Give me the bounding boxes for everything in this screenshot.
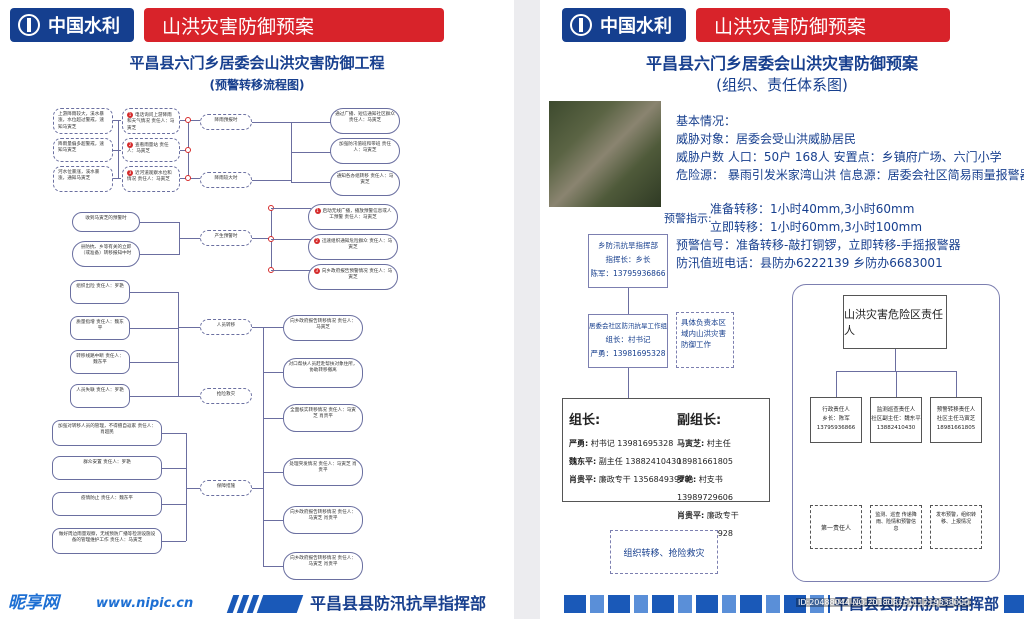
- flow-box: 加强防汛值班和带班 责任人：马寅芝: [330, 138, 400, 164]
- flow-box: 做好周边雨量观察，无线预防广播等检测设施设备的管理维护工作 责任人：马寅芝: [52, 528, 162, 554]
- guarantee-box: 保障措施: [200, 480, 252, 496]
- flow-box: 县防抗、乡等有关的立即（或准备）转移报知中时: [72, 241, 140, 267]
- info-line: 威胁户数 人口：50户 168人 安置点：乡镇府广场、六门小学: [676, 150, 1002, 164]
- flow-box: 人员失联 责任人：罗艳: [70, 384, 130, 408]
- flowchart-page: 中国水利 山洪灾害防御预案 平昌县六门乡居委会山洪灾害防御工程 (预警转移流程图…: [0, 0, 514, 619]
- flow-box: 收到马寅芝的预警时: [72, 212, 140, 232]
- flow-box: 加强对转移人员的管理，不得擅自返家 责任人：肖超民: [52, 420, 162, 446]
- water-logo-icon: [18, 14, 40, 36]
- page-title: 平昌县六门乡居委会山洪灾害防御预案: [645, 54, 918, 73]
- flow-box: 向乡政府报告转移情况 责任人：马寅芝 肖贵平: [283, 506, 363, 534]
- transfer-box: 人员转移: [200, 319, 252, 335]
- flow-box: 向乡政府报告转移情况 责任人：马寅芝: [283, 315, 363, 341]
- flow-box: 群众安置 责任人：罗艳: [52, 456, 162, 480]
- leader-row: 严勇: 村书记 13981695328: [569, 439, 674, 448]
- flow-box: 处理突发情况 责任人：马寅芝 肖贵平: [283, 458, 363, 486]
- page-subtitle: (预警转移流程图): [209, 78, 305, 92]
- info-line: 预警信号：准备转移-敲打铜锣，立即转移-手摇报警器: [676, 238, 961, 252]
- watermark-url: www.nipic.cn: [96, 596, 194, 611]
- watermark-id: ID:20488044 NO:20180826111219338000: [796, 598, 972, 607]
- water-logo-icon: [570, 14, 592, 36]
- rain-forecast-box: 降雨预报时: [200, 114, 252, 130]
- footer-org: 平昌县县防汛抗旱指挥部: [830, 593, 1004, 614]
- footer: 平昌县县防汛抗旱指挥部 昵享网 www.nipic.cn: [0, 591, 514, 619]
- group-box: 组织转移、抢险救灾: [610, 530, 718, 574]
- danger-title: 山洪灾害危险区责任人: [843, 295, 947, 349]
- flow-box: 降雨量偏多超警戒，速知马寅芝: [53, 138, 113, 162]
- heavy-rain-box: 降雨较大时: [200, 172, 252, 188]
- info-line: 危险源： 暴雨引发米家湾山洪 信息源：居委会社区简易雨量报警器: [676, 168, 1024, 182]
- plan-banner: 山洪灾害防御预案: [144, 8, 444, 42]
- alert-box: 发布预警，组织转移、上报情况: [930, 505, 982, 549]
- info-line: 基本情况：: [676, 114, 737, 128]
- page-gap: [514, 0, 540, 619]
- flow-box: 组织出险 责任人：罗艳: [70, 280, 130, 304]
- leader-row: 罗艳: 村支书 13989729606: [677, 475, 733, 502]
- organization-page: 中国水利 山洪灾害防御预案 平昌县六门乡居委会山洪灾害防御预案 (组织、责任体系…: [540, 0, 1024, 619]
- flow-box: 通过广播、短信通知社区群众 责任人：马寅芝: [330, 108, 400, 134]
- plan-banner: 山洪灾害防御预案: [696, 8, 950, 42]
- hq-box: 乡防汛抗旱指挥部指挥长：乡长陈军：13795936866: [588, 234, 668, 288]
- logo-text: 中国水利: [48, 16, 120, 37]
- logo-text: 中国水利: [600, 16, 672, 37]
- header-bar: 中国水利 山洪灾害防御预案: [10, 8, 444, 42]
- flow-box: 全面核实转移情况 责任人：马寅芝 肖贵平: [283, 404, 363, 432]
- ministry-logo: 中国水利: [562, 8, 686, 42]
- flow-box: 河水位暴涨，溪水暴涨，通知马寅芝: [53, 166, 113, 192]
- danger-frame: [792, 284, 1000, 582]
- ministry-logo: 中国水利: [10, 8, 134, 42]
- rescue-box: 抢险救灾: [200, 388, 252, 404]
- first-resp-box: 第一责任人: [810, 505, 862, 549]
- flow-box: 转移线路中断 责任人：魏东平: [70, 350, 130, 374]
- warning-box: 产生预警时: [200, 230, 252, 246]
- leader-row: 肖贵平: 廉政专干 13568493928: [569, 475, 690, 484]
- footer: 平昌县县防汛抗旱指挥部 ID:20488044 NO:2018082611121…: [540, 591, 1024, 619]
- flow-box: 质量指增 责任人：魏东平: [70, 316, 130, 340]
- banner-text: 山洪灾害防御预案: [714, 15, 867, 38]
- header-bar: 中国水利 山洪灾害防御预案: [562, 8, 950, 42]
- warning-label: 预警指示:: [664, 212, 712, 225]
- satellite-image: [549, 101, 661, 207]
- duty-note: 具体负责本区域内山洪灾害防御工作: [676, 312, 734, 368]
- page-title: 平昌县六门乡居委会山洪灾害防御工程: [129, 54, 385, 72]
- info-line: 防汛值班电话：县防办6222139 乡防办6683001: [676, 256, 943, 270]
- footer-org: 平昌县县防汛抗旱指挥部: [310, 594, 487, 613]
- info-line: 准备转移：1小时40mm,3小时60mm: [710, 202, 915, 216]
- monitor-box: 监测、巡查 传递降雨、险情和预警信息: [870, 505, 922, 549]
- watermark-logo: 昵享网: [8, 593, 59, 613]
- leader-row: 马寅芝: 村主任 18981661805: [677, 439, 733, 466]
- banner-text: 山洪灾害防御预案: [162, 15, 315, 38]
- info-line: 立即转移：1小时60mm,3小时100mm: [710, 220, 923, 234]
- flow-box: 疫情防止 责任人：魏东平: [52, 492, 162, 516]
- flow-box: 对口帮扶人员赶赴帮扶对象住所，协助转移撤离: [283, 358, 363, 388]
- flow-box: 向乡政府报告转移情况 责任人：马寅芝 肖贵平: [283, 552, 363, 580]
- flow-box: 上游降雨较大，溪水暴涨，水位超过警戒，速知马寅芝: [53, 108, 113, 134]
- work-group-box: 居委会社区防汛抗旱工作组组长：村书记严勇：13981695328: [588, 314, 668, 368]
- page-subtitle: (组织、责任体系图): [716, 76, 848, 94]
- flow-box: 通知各办组转移 责任人：马寅芝: [330, 170, 400, 196]
- info-line: 威胁对象：居委会受山洪威胁居民: [676, 132, 857, 146]
- leader-row: 魏东平: 副主任 13882410430: [569, 457, 682, 466]
